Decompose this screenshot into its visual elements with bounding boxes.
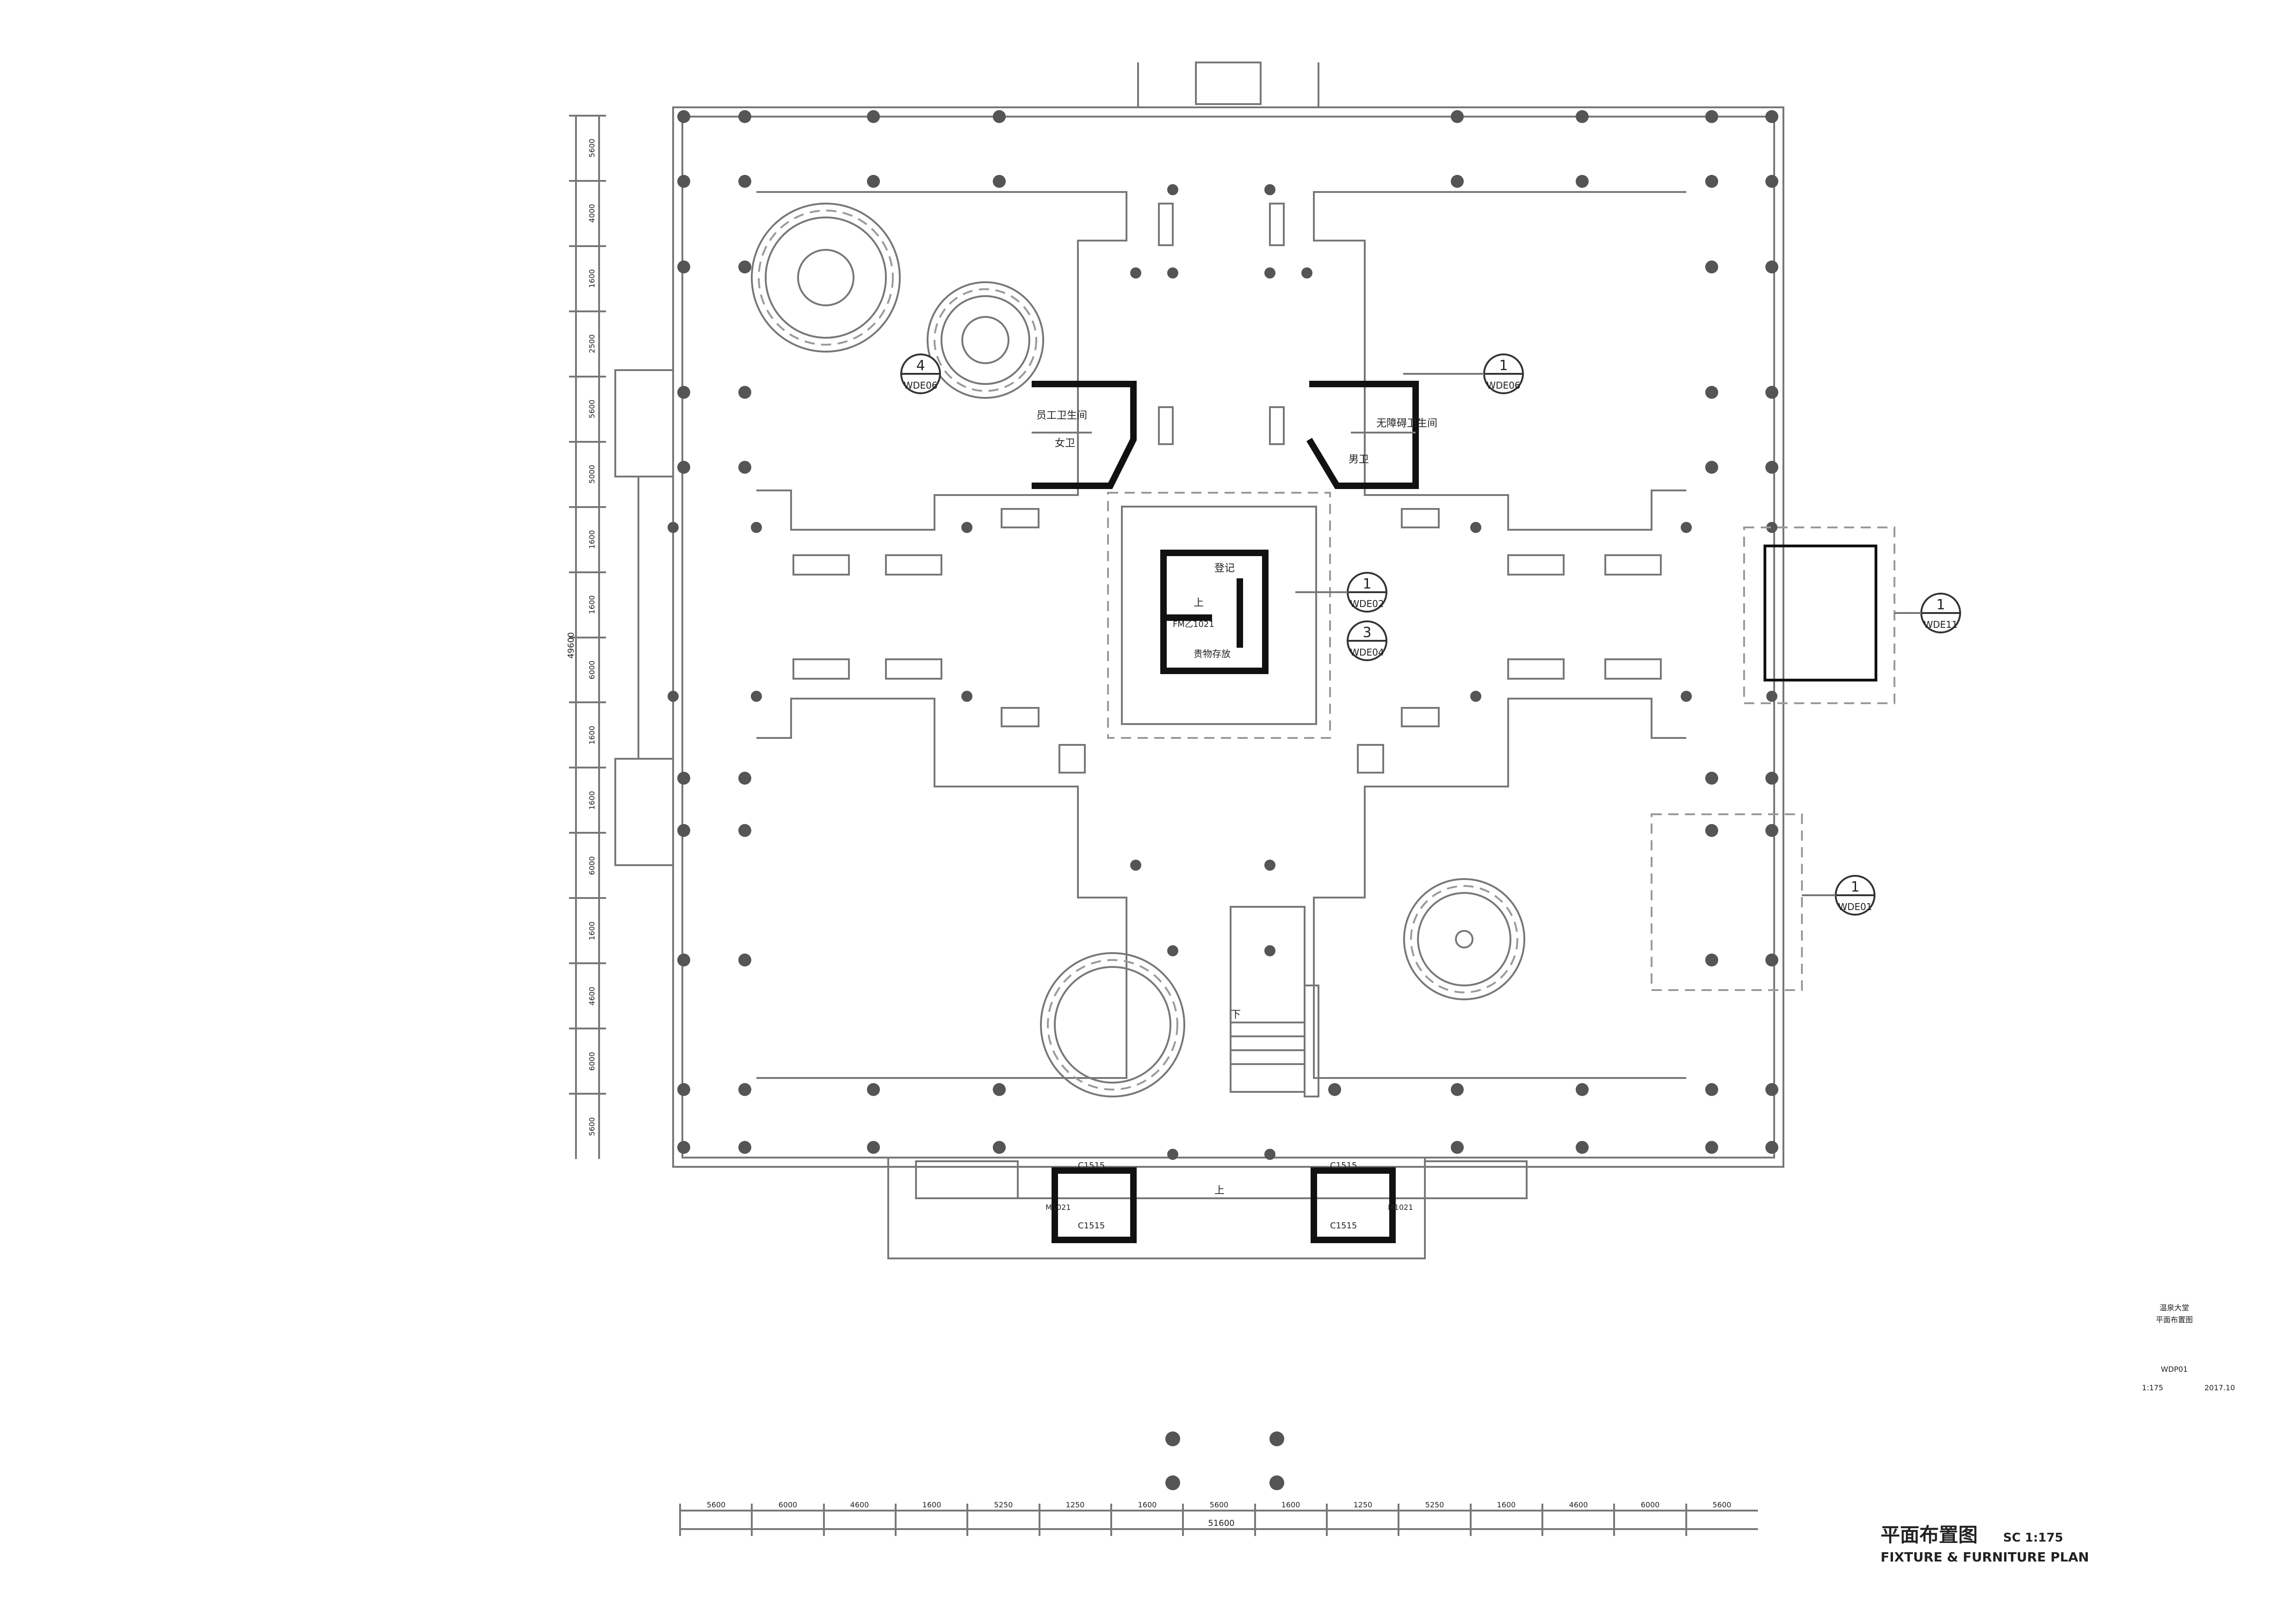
male-wc-label: 男卫 xyxy=(1349,454,1369,465)
callout-sheet: WDE06 xyxy=(904,380,937,391)
left-dimension-value: 2500 xyxy=(588,335,596,353)
building-outline xyxy=(614,62,1784,1259)
left-dimension-value: 4000 xyxy=(588,204,596,223)
left-dimension-value: 1600 xyxy=(588,595,596,614)
callout-number: 3 xyxy=(1362,625,1371,641)
central-stair xyxy=(1230,906,1319,1097)
left-dimension-value: 1600 xyxy=(588,530,596,549)
female-wc-label: 女卫 xyxy=(1055,438,1075,449)
bottom-pods xyxy=(915,1160,1528,1243)
left-dimension-value: 5600 xyxy=(588,1117,596,1136)
stair-up-label: 上 xyxy=(1194,597,1204,609)
structural-columns xyxy=(668,110,1778,1490)
detail-zones xyxy=(1651,527,1895,991)
callout-sheet: WDE01 xyxy=(1838,901,1872,912)
furniture xyxy=(792,203,1662,774)
title-block: 温泉大堂 平面布置图 WDP01 1:175 2017.10 xyxy=(2142,1303,2235,1392)
callout-number: 1 xyxy=(1499,358,1508,374)
bottom-dimension-value: 1600 xyxy=(1138,1500,1157,1509)
drawing-title: 平面布置图 SC 1:175 FIXTURE & FURNITURE PLAN xyxy=(1881,1524,2089,1565)
bottom-dimension-value: 4600 xyxy=(1569,1500,1588,1509)
callout-sheet: WDE11 xyxy=(1924,619,1957,630)
fire-door-label: FM乙1021 xyxy=(1173,619,1214,629)
accessible-wc-label: 无障碍卫生间 xyxy=(1376,418,1437,429)
callout-tag: 4 WDE06 xyxy=(900,353,941,394)
bottom-dimension-labels: 5600 6000 4600 1600 5250 1250 1600 5600 1600 1250… xyxy=(679,1500,1732,1536)
left-total-dimension: 49600 xyxy=(566,632,576,658)
callout-tag: 1 WDE06 xyxy=(1483,353,1524,394)
callout-tag: 3 WDE04 xyxy=(1347,620,1387,661)
reception-core xyxy=(1107,492,1331,739)
bottom-dimension-value: 4600 xyxy=(850,1500,869,1509)
bottom-dimension-value: 1600 xyxy=(922,1500,941,1509)
callout-sheet: WDE06 xyxy=(1486,380,1520,391)
window-code-label: C1515 xyxy=(1330,1221,1357,1231)
bottom-dimension-value: 1600 xyxy=(1281,1500,1300,1509)
title-scale: SC 1:175 xyxy=(2003,1531,2063,1545)
drawing-scale: 1:175 xyxy=(2142,1383,2163,1392)
callout-tag: 1 WDE01 xyxy=(1835,875,1875,916)
hot-spring-pools xyxy=(751,203,1525,1097)
left-dimension-labels: 5600 4000 1600 2500 5600 5000 1600 1600 6000 1600… xyxy=(569,115,606,1136)
bottom-total-dimension: 51600 xyxy=(1208,1518,1234,1528)
door-code-label: M1021 xyxy=(1046,1203,1071,1212)
reception-label: 登记 xyxy=(1214,563,1235,574)
staff-wc-label: 员工卫生间 xyxy=(1036,410,1087,421)
callout-number: 1 xyxy=(1850,879,1859,895)
callout-tag: 1 WDE02 xyxy=(1347,572,1387,613)
bottom-dimension-value: 5250 xyxy=(994,1500,1013,1509)
callout-sheet: WDE02 xyxy=(1350,598,1384,609)
sheet-name: 平面布置图 xyxy=(2156,1315,2193,1324)
bottom-dimension-value: 5600 xyxy=(1713,1500,1732,1509)
drawing-date: 2017.10 xyxy=(2204,1383,2235,1392)
bottom-dimension-value: 6000 xyxy=(1641,1500,1660,1509)
left-dimension-value: 5600 xyxy=(588,400,596,419)
bottom-dimension-value: 1600 xyxy=(1497,1500,1516,1509)
window-code-label: C1515 xyxy=(1078,1161,1105,1171)
left-dimension-value: 6000 xyxy=(588,1052,596,1071)
callout-number: 1 xyxy=(1362,576,1371,592)
left-dimension-value: 6000 xyxy=(588,661,596,680)
left-dimension-value: 5000 xyxy=(588,465,596,484)
callout-number: 4 xyxy=(916,358,925,374)
restrooms xyxy=(1032,381,1419,489)
terrace-up-label: 上 xyxy=(1214,1185,1225,1196)
window-code-label: C1515 xyxy=(1078,1221,1105,1231)
left-dimension-value: 1600 xyxy=(588,791,596,810)
bottom-dimension-value: 5600 xyxy=(707,1500,726,1509)
bottom-dimension-value: 1250 xyxy=(1066,1500,1085,1509)
left-dimension-value: 4600 xyxy=(588,987,596,1006)
inner-hall-outline xyxy=(756,191,1686,1079)
bottom-dimension-chain xyxy=(680,1510,1758,1530)
storage-label: 贵物存放 xyxy=(1194,648,1231,659)
bottom-dimension-value: 6000 xyxy=(779,1500,798,1509)
callout-sheet: WDE04 xyxy=(1350,647,1384,658)
left-dimension-value: 1600 xyxy=(588,269,596,288)
window-code-label: C1515 xyxy=(1330,1161,1357,1171)
bottom-dimension-value: 1250 xyxy=(1354,1500,1373,1509)
left-dimension-value: 1600 xyxy=(588,726,596,745)
bottom-dimension-value: 5250 xyxy=(1425,1500,1444,1509)
stair-down-label: 下 xyxy=(1231,1009,1241,1021)
left-dimension-value: 5600 xyxy=(588,139,596,158)
left-dimension-value: 6000 xyxy=(588,856,596,875)
title-chinese: 平面布置图 xyxy=(1881,1524,1978,1546)
callout-tag: 1 WDE11 xyxy=(1920,593,1961,633)
bottom-dimension-value: 5600 xyxy=(1210,1500,1229,1509)
left-dimension-value: 1600 xyxy=(588,922,596,941)
sheet-number: WDP01 xyxy=(2161,1365,2188,1374)
project-name: 温泉大堂 xyxy=(2160,1303,2189,1312)
title-english: FIXTURE & FURNITURE PLAN xyxy=(1881,1549,2089,1565)
callout-number: 1 xyxy=(1936,597,1945,613)
door-code-label: M1021 xyxy=(1388,1203,1413,1212)
